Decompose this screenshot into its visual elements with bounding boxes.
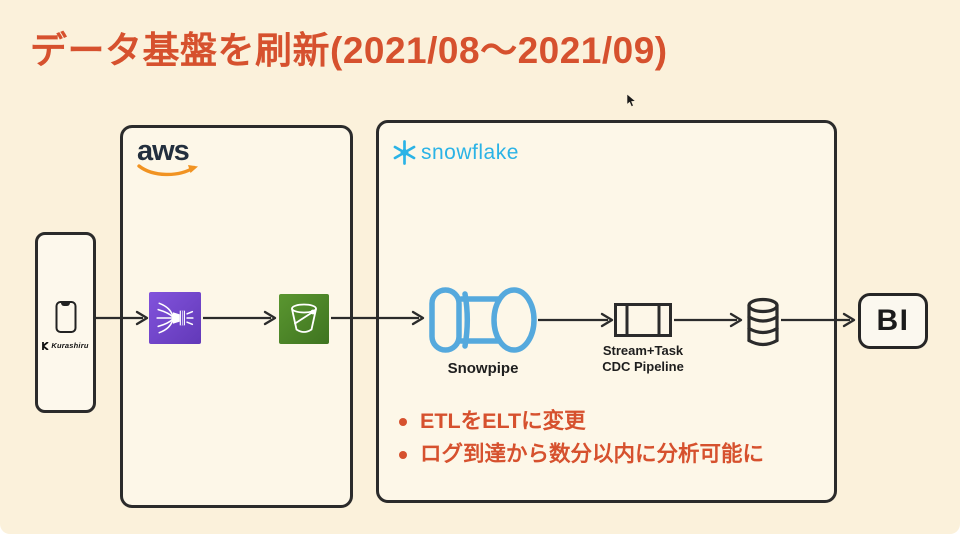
aws-logo: aws — [137, 136, 207, 179]
bi-box: BI — [858, 293, 928, 349]
snowflake-wordmark: snowflake — [421, 140, 519, 164]
aws-smile-icon — [137, 164, 198, 177]
snowflake-icon — [393, 140, 416, 165]
s3-bucket-icon — [279, 294, 329, 344]
stream-task-label: Stream+Task CDC Pipeline — [584, 343, 702, 375]
snowpipe-label: Snowpipe — [447, 360, 519, 377]
snowflake-logo: snowflake — [391, 139, 519, 166]
note-item: ログ到達から数分以内に分析可能に — [397, 441, 764, 468]
slide-title: データ基盤を刷新(2021/08〜2021/09) — [30, 30, 668, 71]
kurashiru-app-box: Kurashiru — [35, 232, 96, 413]
aws-wordmark: aws — [137, 135, 190, 167]
note-item: ETLをELTに変更 — [397, 408, 764, 435]
kurashiru-label: Kurashiru — [51, 341, 89, 350]
snowpipe-icon — [429, 287, 537, 353]
kinesis-firehose-icon — [149, 292, 201, 344]
kurashiru-logo-icon — [42, 341, 49, 350]
phone-notch — [61, 302, 70, 306]
bi-label: BI — [876, 304, 910, 337]
database-icon — [747, 297, 779, 347]
stream-task-icon — [614, 303, 672, 337]
bullet-icon — [399, 451, 407, 459]
smartphone-icon — [55, 301, 76, 333]
bullet-icon — [399, 418, 407, 426]
notes-list: ETLをELTに変更 ログ到達から数分以内に分析可能に — [397, 408, 764, 474]
note-text: ETLをELTに変更 — [420, 409, 586, 433]
mouse-cursor-icon — [626, 93, 637, 108]
stream-task-line1: Stream+Task — [602, 343, 684, 358]
stream-task-line2: CDC Pipeline — [602, 359, 684, 374]
kurashiru-label-row: Kurashiru — [38, 341, 93, 350]
note-text: ログ到達から数分以内に分析可能に — [420, 442, 765, 466]
